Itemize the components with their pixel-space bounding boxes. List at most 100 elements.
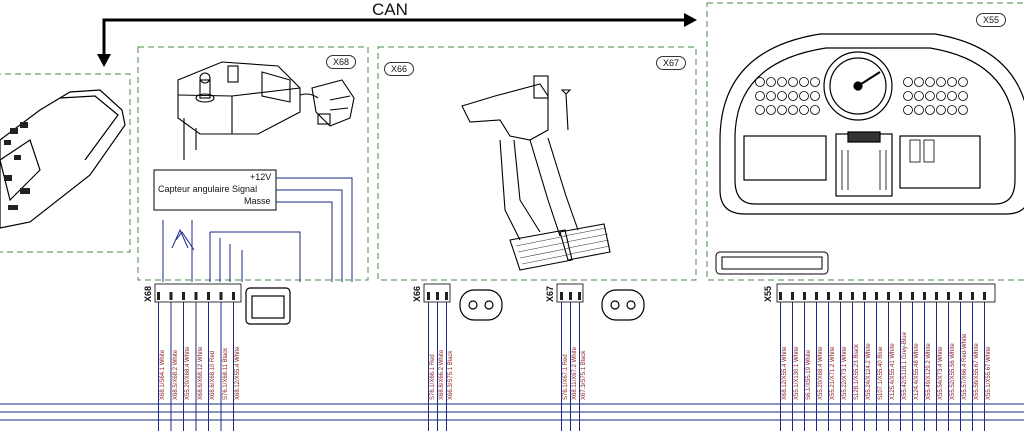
wire-label: S6.1/X55.19 White — [806, 349, 812, 400]
connector-pin — [839, 292, 842, 300]
warning-lamp-icon — [810, 91, 820, 101]
wire-label: X68.5/X68.2 White — [172, 349, 179, 400]
warning-lamp-icon — [947, 77, 957, 87]
connector-pin — [169, 292, 173, 300]
wire-label: S76.1/X67.1 Red — [563, 354, 569, 400]
warning-lamp-icon — [936, 91, 946, 101]
signal-label-angle: Capteur angulaire Signal — [158, 184, 258, 194]
warning-lamp-icon — [810, 77, 820, 87]
warning-lamp-icon — [903, 91, 913, 101]
connector-name-x66: X66 — [412, 285, 422, 302]
wire-label: X68.8/X66.2 White — [439, 349, 445, 400]
connector-name-x67: X67 — [545, 285, 555, 302]
warning-lamp-icon — [777, 105, 787, 115]
warning-lamp-icon — [914, 77, 924, 87]
warning-lamp-icon — [766, 105, 776, 115]
module-box-x68 — [137, 46, 369, 281]
warning-lamp-icon — [799, 91, 809, 101]
bottom-wire-bundle — [0, 403, 1024, 421]
plug-icon-x66 — [459, 289, 503, 321]
brake-pedals-illustration — [461, 75, 611, 271]
module-tag-x67: X67 — [656, 56, 687, 70]
warning-lamp-icon — [755, 105, 765, 115]
connector-pin — [803, 292, 806, 300]
warning-lamp-icon — [810, 105, 820, 115]
warning-lamp-icon — [788, 105, 798, 115]
warning-lamp-icon — [903, 105, 913, 115]
can-bus-arrow — [102, 18, 690, 58]
wire-label: S107.1/X55.40 Blue — [878, 346, 884, 400]
warning-lamp-icon — [936, 105, 946, 115]
connector-pin — [182, 292, 185, 300]
warning-lamp-icon — [958, 77, 968, 87]
connector-pin — [983, 292, 986, 300]
warning-lamp-icon — [925, 91, 935, 101]
warning-lamp-icon — [788, 91, 798, 101]
armrest-device-illustration — [0, 89, 126, 229]
wire-label: X55.21/X71.2 White — [830, 346, 836, 400]
connector-pin — [815, 292, 818, 300]
warning-lamp-icon — [777, 77, 787, 87]
connector-pin — [436, 292, 439, 300]
wire-label: X55.54/X73.4 White — [938, 346, 944, 400]
connector-pin — [232, 292, 235, 300]
wire-label: X124.4/X55.48 White — [914, 343, 920, 400]
wire-label: S128.1/X55.23 Black — [854, 343, 860, 400]
module-tag-x66: X66 — [384, 62, 415, 76]
module-tag-x68: X68 — [326, 55, 357, 69]
warning-lamp-icon — [925, 77, 935, 87]
instrument-cluster-illustration — [719, 33, 1024, 215]
warning-lamp-icon — [925, 105, 935, 115]
warning-lamp-icon — [766, 91, 776, 101]
wire-label: X55.57/X66.4 Red-White — [962, 333, 968, 400]
module-tag-x55: X55 — [976, 13, 1007, 27]
connector-pin — [827, 292, 830, 300]
connector-pin — [219, 292, 223, 300]
wire-label: X67.3/S75.1 Black — [581, 350, 587, 400]
signal-label-ground: Masse — [244, 196, 271, 206]
plug-icon-x68 — [245, 287, 291, 325]
wire-label: X55.1/X130.1 White — [794, 346, 800, 400]
connector-pin — [578, 292, 581, 300]
connector-pin — [560, 292, 563, 300]
warning-lamp-icon — [788, 77, 798, 87]
connector-pin — [935, 292, 938, 300]
warning-lamp-icon — [947, 105, 957, 115]
wire-label: X68.12/X55.4 White — [782, 346, 788, 400]
warning-lamp-icon — [958, 91, 968, 101]
connector-pin — [911, 292, 914, 300]
warning-lamp-icon — [914, 105, 924, 115]
wire-label: X55.42/S118.1 Grey-Blue — [902, 332, 908, 400]
left-module-box — [0, 73, 131, 253]
wire-label: X66.3/S75.1 Black — [448, 350, 454, 400]
can-arrow-head-down — [97, 54, 111, 67]
connector-pin — [923, 292, 926, 300]
connector-pin — [863, 292, 866, 300]
wire-label: X55.49/X129.2 White — [926, 343, 932, 400]
can-arrow-head-right — [684, 13, 697, 27]
connector-pin — [947, 292, 950, 300]
warning-lamp-icon — [755, 91, 765, 101]
connector-pin — [427, 292, 430, 300]
wire-label: X125.4/X55.41 White — [890, 343, 896, 400]
connector-pin — [194, 292, 198, 300]
connector-pin — [779, 292, 782, 300]
warning-lamp-icon — [766, 77, 776, 87]
connector-strip-x55 — [776, 283, 996, 303]
wire-label: S76.1/X66.1 Red — [430, 354, 436, 400]
wire-label: X68.1/S64.1 White — [160, 349, 166, 400]
can-bus-label: CAN — [372, 0, 408, 19]
wire-label: X68.11/X67.2 White — [572, 347, 578, 400]
connector-pin — [569, 292, 572, 300]
wire-label: X55.20/X68.4 White — [185, 346, 191, 400]
wire-label: X68.6/X68.10 Red — [210, 350, 216, 400]
warning-lamp-icon — [777, 91, 787, 101]
connector-pin — [899, 292, 902, 300]
warning-lamp-icon — [947, 91, 957, 101]
connector-pin — [791, 292, 794, 300]
warning-lamp-icon — [914, 91, 924, 101]
wire-label: X68.6/X68.12 White — [197, 346, 204, 400]
connector-pin — [207, 292, 210, 300]
warning-lamp-icon — [799, 105, 809, 115]
